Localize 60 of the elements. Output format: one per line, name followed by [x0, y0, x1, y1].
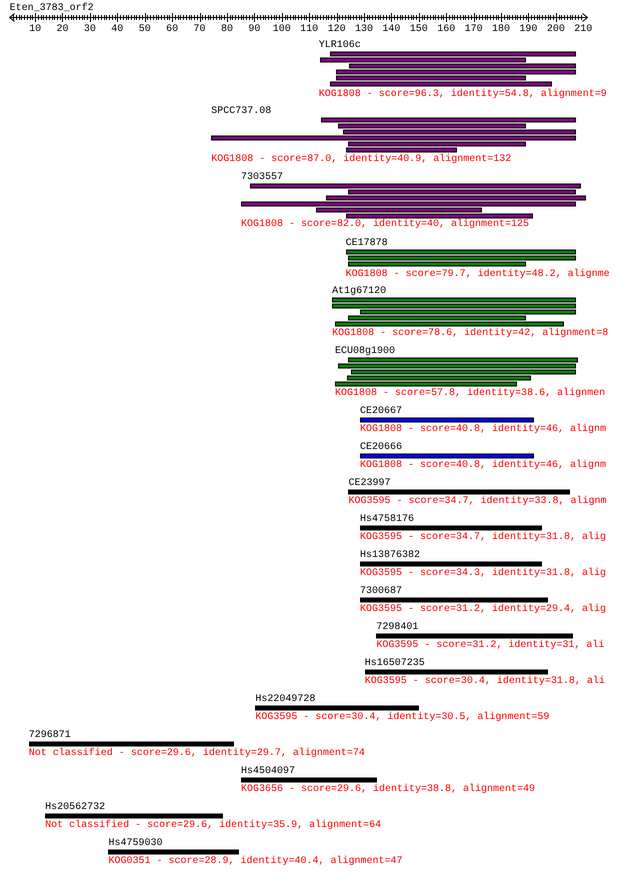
hit-description: KOG1808 - score=57.8, identity=38.6, alignmen: [335, 388, 606, 398]
hit-name: CE20667: [360, 406, 402, 416]
hit-name: At1g67120: [332, 286, 386, 296]
sequence-title: Eten_3783_orf2: [10, 2, 94, 14]
hit-description: Not classified - score=29.6, identity=35.9, alignment=64: [45, 820, 382, 830]
hit-name: 7298401: [376, 622, 418, 632]
tick-label: 90: [248, 24, 260, 34]
hit-name: 7300687: [360, 586, 402, 596]
tick-label: 120: [328, 24, 346, 34]
hit-description: KOG3595 - score=31.2, identity=31, ali: [376, 640, 604, 650]
hit-name: Hs22049728: [255, 694, 316, 704]
hit-name: SPCC737.08: [211, 106, 272, 116]
hit-description: KOG1808 - score=79.7, identity=48.2, alignme: [346, 268, 610, 280]
hit-description: KOG1808 - score=96.3, identity=54.8, alignment=9: [318, 88, 607, 100]
tick-label: 160: [437, 24, 456, 34]
hit-description: KOG3595 - score=34.7, identity=33.8, alignm: [348, 496, 607, 506]
hit-name: CE23997: [348, 478, 390, 488]
tick-label: 170: [464, 24, 483, 34]
tick-label: 70: [194, 24, 206, 34]
tick-label: 80: [220, 24, 233, 34]
tick-label: 200: [546, 24, 565, 34]
hit-description: KOG1808 - score=40.8, identity=46, alignm: [360, 424, 606, 434]
hit-name: 7303557: [240, 172, 283, 182]
tick-label: 40: [111, 24, 124, 34]
tick-label: 110: [300, 24, 318, 34]
hit-description: KOG1808 - score=82.0, identity=40, alignment=125: [240, 218, 529, 230]
hit-description: KOG3595 - score=31.2, identity=29.4, alig: [360, 604, 606, 614]
tick-label: 140: [382, 24, 400, 34]
tick-label: 100: [272, 24, 291, 34]
tick-label: 10: [29, 24, 42, 34]
tick-label: 20: [56, 24, 68, 34]
hit-description: KOG3595 - score=30.4, identity=31.8, ali: [364, 676, 605, 686]
hit-name: Hs20562732: [45, 802, 106, 812]
hit-name: Hs13876382: [360, 550, 420, 560]
hit-description: KOG0351 - score=28.9, identity=40.4, alignment=47: [108, 856, 403, 866]
hit-name: Hs16507235: [364, 658, 425, 668]
hit-description: KOG3595 - score=30.4, identity=30.5, alignment=59: [255, 712, 550, 722]
hit-description: KOG3595 - score=34.3, identity=31.8, alig: [360, 568, 606, 578]
hit-name: Hs4758176: [360, 514, 414, 524]
hit-name: 7296871: [28, 730, 71, 740]
hit-description: KOG1808 - score=87.0, identity=40.9, alignment=132: [211, 154, 512, 164]
hit-name: Hs4504097: [240, 766, 295, 776]
hit-name: YLR106c: [318, 40, 361, 50]
hit-description: KOG3656 - score=29.6, identity=38.8, alignment=49: [240, 784, 536, 794]
hit-description: KOG1808 - score=40.8, identity=46, alignm: [360, 460, 606, 470]
hit-name: Hs4759030: [108, 838, 162, 848]
tick-label: 190: [519, 24, 538, 34]
hit-description: KOG1808 - score=78.6, identity=42, alignment=8: [332, 328, 608, 338]
tick-label: 130: [354, 24, 373, 34]
tick-label: 30: [84, 24, 96, 34]
hit-description: KOG3595 - score=34.7, identity=31.8, alig: [360, 532, 606, 542]
tick-label: 50: [138, 24, 151, 34]
hit-name: CE17878: [346, 238, 388, 248]
hit-name: CE20666: [360, 442, 402, 452]
tick-label: 210: [574, 24, 592, 34]
tick-label: 150: [410, 24, 428, 34]
hit-description: Not classified - score=29.6, identity=29.7, alignment=74: [28, 748, 365, 758]
tick-label: 180: [492, 24, 510, 34]
hit-name: ECU08g1900: [335, 346, 396, 356]
tick-label: 60: [166, 24, 178, 34]
